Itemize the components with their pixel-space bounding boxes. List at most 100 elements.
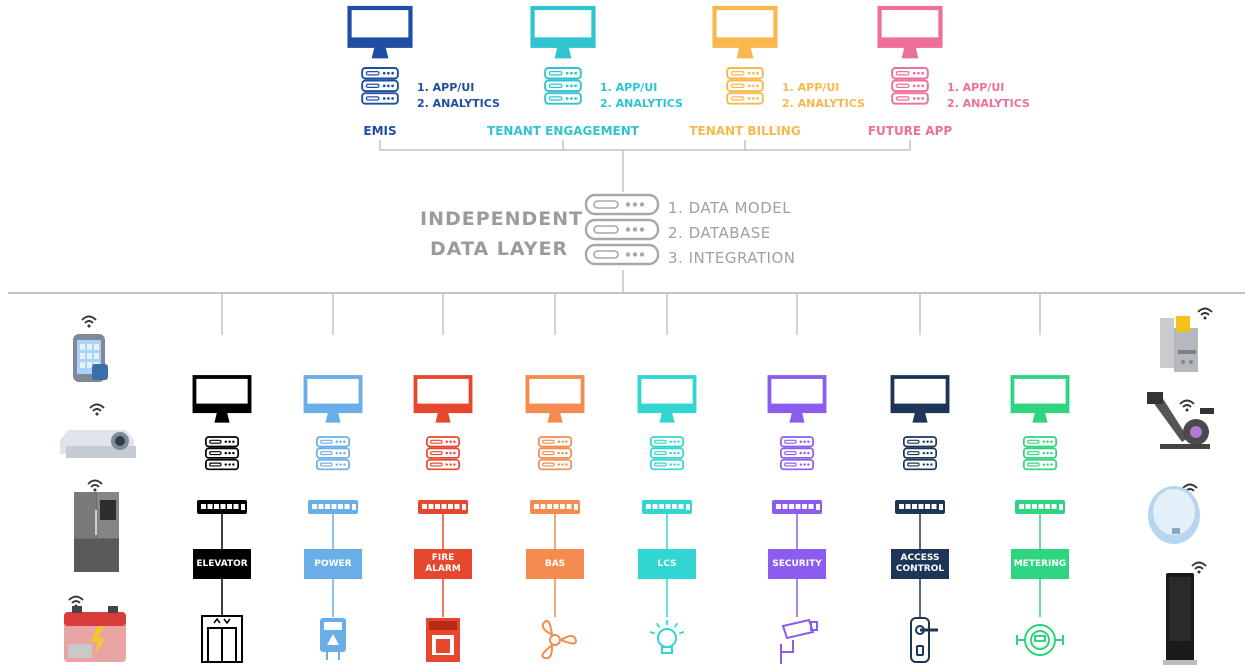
data-layer-title: INDEPENDENT xyxy=(420,208,584,230)
system-label: LCS xyxy=(638,549,696,579)
water-meter-icon xyxy=(1016,624,1064,656)
kiosk-display-icon xyxy=(1163,561,1207,665)
smoke-detector-icon xyxy=(1148,483,1200,544)
fan-icon xyxy=(541,619,577,660)
cctv-camera-icon xyxy=(780,618,818,664)
app-feature-label: 1. APP/UI xyxy=(782,81,840,94)
data-layer-title: DATA LAYER xyxy=(430,238,569,260)
door-lock-icon xyxy=(910,617,938,663)
refrigerator-icon xyxy=(74,479,119,572)
app-feature-label: 2. ANALYTICS xyxy=(947,97,1030,110)
system-label: SECURITY xyxy=(768,549,826,579)
app-feature-label: 2. ANALYTICS xyxy=(417,97,500,110)
monitor-icon xyxy=(525,375,585,423)
wifi-icon xyxy=(68,595,84,608)
app-name-label: TENANT BILLING xyxy=(689,124,801,138)
system-column xyxy=(890,293,950,663)
monitor-icon xyxy=(303,375,363,423)
network-switch-icon xyxy=(1015,500,1065,514)
server-icon xyxy=(315,436,351,471)
network-switch-icon xyxy=(895,500,945,514)
battery-icon xyxy=(64,595,126,662)
data-layer-feature: 3. INTEGRATION xyxy=(668,249,796,267)
app-node xyxy=(877,5,943,105)
server-icon xyxy=(544,67,582,105)
monitor-icon xyxy=(530,5,596,59)
connector-lines xyxy=(8,140,1245,294)
app-feature-label: 2. ANALYTICS xyxy=(782,97,865,110)
system-column xyxy=(192,293,252,663)
network-switch-icon xyxy=(197,500,247,514)
wifi-icon xyxy=(1191,561,1207,574)
system-label: POWER xyxy=(304,549,362,579)
data-layer-feature: 1. DATA MODEL xyxy=(668,199,792,217)
network-switch-icon xyxy=(772,500,822,514)
app-node xyxy=(347,5,413,105)
monitor-icon xyxy=(413,375,473,423)
network-switch-icon xyxy=(530,500,580,514)
wifi-icon xyxy=(1179,399,1195,412)
server-icon xyxy=(584,218,660,241)
application-layer xyxy=(347,5,943,105)
data-layer-node xyxy=(584,193,660,266)
server-icon xyxy=(726,67,764,105)
light-bulb-icon xyxy=(649,620,685,654)
network-switch-icon xyxy=(418,500,468,514)
monitor-icon xyxy=(192,375,252,423)
server-icon xyxy=(891,67,929,105)
network-switch-icon xyxy=(308,500,358,514)
app-node xyxy=(530,5,596,105)
app-feature-label: 1. APP/UI xyxy=(947,81,1005,94)
app-feature-label: 1. APP/UI xyxy=(600,81,658,94)
system-column xyxy=(1010,293,1070,656)
data-layer-feature: 2. DATABASE xyxy=(668,224,771,242)
system-label: ELEVATOR xyxy=(193,549,251,579)
server-icon xyxy=(425,436,461,471)
server-icon xyxy=(537,436,573,471)
wifi-icon xyxy=(89,403,105,416)
system-column xyxy=(525,293,585,660)
monitor-icon xyxy=(1010,375,1070,423)
wifi-icon xyxy=(81,315,97,328)
fire-alarm-icon xyxy=(426,618,460,662)
systems-layer xyxy=(192,293,1070,664)
system-column xyxy=(413,293,473,662)
iot-devices xyxy=(60,307,1214,665)
system-label: ACCESS CONTROL xyxy=(891,549,949,579)
app-node xyxy=(712,5,778,105)
exercise-bike-icon xyxy=(1147,392,1214,449)
server-icon xyxy=(1022,436,1058,471)
app-name-label: FUTURE APP xyxy=(867,124,953,138)
server-icon xyxy=(649,436,685,471)
monitor-icon xyxy=(347,5,413,59)
app-name-label: EMIS xyxy=(363,124,397,138)
monitor-icon xyxy=(877,5,943,59)
smartphone-icon xyxy=(73,315,108,382)
power-meter-icon xyxy=(320,618,346,660)
system-column xyxy=(637,293,697,654)
monitor-icon xyxy=(712,5,778,59)
network-switch-icon xyxy=(642,500,692,514)
system-label: FIRE ALARM xyxy=(414,549,472,579)
elevator-icon xyxy=(201,615,243,663)
server-icon xyxy=(584,193,660,216)
server-icon xyxy=(204,436,240,471)
server-icon xyxy=(584,243,660,266)
server-icon xyxy=(779,436,815,471)
system-label: METERING xyxy=(1011,549,1069,579)
app-feature-label: 1. APP/UI xyxy=(417,81,475,94)
wifi-icon xyxy=(1197,307,1213,320)
monitor-icon xyxy=(890,375,950,423)
card-reader-icon xyxy=(1160,307,1213,372)
monitor-icon xyxy=(637,375,697,423)
server-icon xyxy=(361,67,399,105)
monitor-icon xyxy=(767,375,827,423)
app-feature-label: 2. ANALYTICS xyxy=(600,97,683,110)
system-label: BAS xyxy=(526,549,584,579)
server-icon xyxy=(902,436,938,471)
wifi-icon xyxy=(87,479,103,492)
system-column xyxy=(767,293,827,664)
app-name-label: TENANT ENGAGEMENT xyxy=(487,124,639,138)
projector-icon xyxy=(60,403,136,458)
